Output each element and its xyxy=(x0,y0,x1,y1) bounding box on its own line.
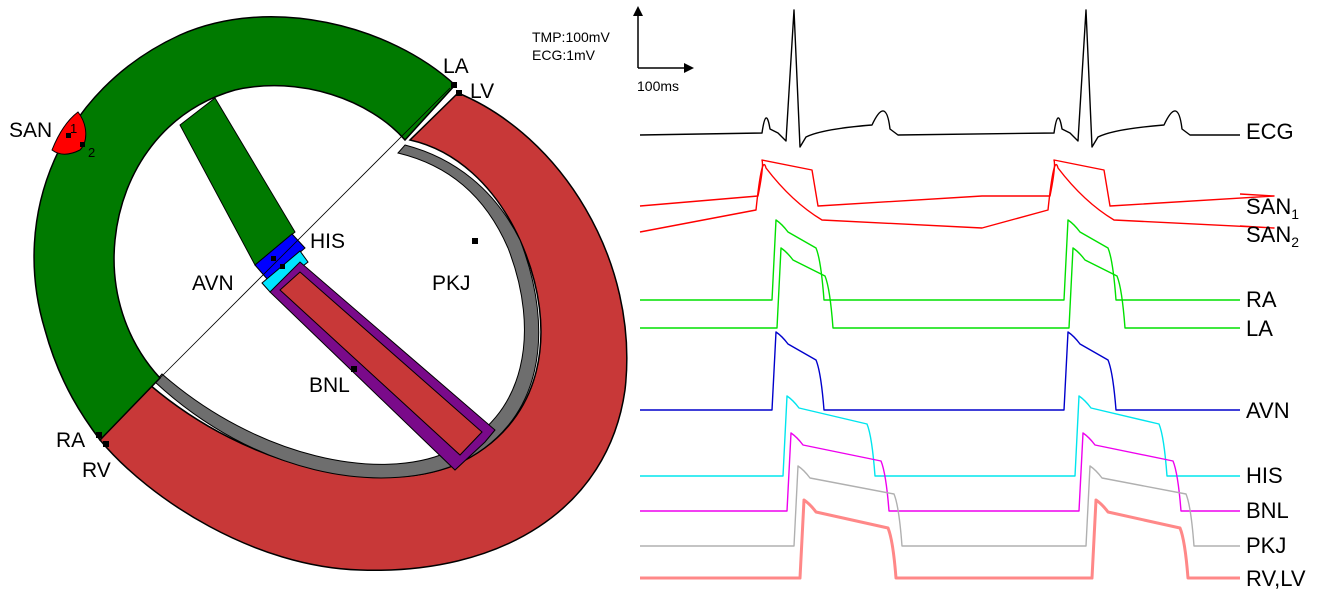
trace-pkj xyxy=(640,465,1240,547)
trace-label-san2: SAN2 xyxy=(1246,222,1299,250)
label-san-p2: 2 xyxy=(88,145,95,160)
marker-pkj xyxy=(472,238,478,244)
trace-ecg xyxy=(639,9,1240,148)
label-his: HIS xyxy=(310,230,345,253)
atrial-septum xyxy=(179,97,296,266)
marker-avn xyxy=(271,256,276,261)
label-lv: LV xyxy=(470,80,494,103)
marker-san2 xyxy=(80,142,85,147)
traces xyxy=(639,9,1275,580)
scale-time: 100ms xyxy=(637,78,679,94)
trace-label-pkj: PKJ xyxy=(1246,533,1286,558)
marker-ra xyxy=(96,432,102,438)
label-pkj: PKJ xyxy=(432,272,471,295)
label-avn: AVN xyxy=(192,272,234,295)
heart-diagram: SAN 1 2 LA LV HIS AVN PKJ BNL RA RV xyxy=(9,16,628,571)
marker-bnl xyxy=(351,366,357,372)
marker-san1 xyxy=(66,133,71,138)
label-la: LA xyxy=(443,55,469,78)
marker-his xyxy=(280,264,285,269)
his-region xyxy=(261,250,309,293)
trace-avn xyxy=(640,331,1240,411)
label-san-p1: 1 xyxy=(70,121,77,136)
trace-his xyxy=(640,395,1240,477)
ventricle-wall xyxy=(99,92,628,571)
marker-la xyxy=(451,82,457,88)
label-san: SAN xyxy=(9,119,52,142)
ventricular-septum xyxy=(279,271,483,456)
scale-tmp: TMP:100mV xyxy=(532,29,610,45)
trace-bnl xyxy=(640,432,1240,512)
marker-rv xyxy=(103,441,109,447)
trace-label-ecg: ECG xyxy=(1246,119,1294,144)
trace-label-his: HIS xyxy=(1246,463,1283,488)
trace-san1 xyxy=(639,159,1275,207)
marker-lv xyxy=(456,90,462,96)
trace-rvlv xyxy=(640,498,1240,580)
trace-label-avn: AVN xyxy=(1246,398,1290,423)
scale-ecg: ECG:1mV xyxy=(532,47,596,63)
label-ra: RA xyxy=(56,429,85,452)
trace-san2 xyxy=(639,163,1275,233)
trace-label-la: LA xyxy=(1246,316,1273,341)
trace-label-ra: RA xyxy=(1246,287,1277,312)
trace-ra xyxy=(640,219,1240,301)
atria-wall xyxy=(33,16,457,442)
label-rv: RV xyxy=(82,459,111,482)
trace-label-san1: SAN1 xyxy=(1246,194,1299,222)
trace-label-bnl: BNL xyxy=(1246,498,1289,523)
scale-bar: TMP:100mV ECG:1mV 100ms xyxy=(532,6,694,94)
label-bnl: BNL xyxy=(309,374,350,397)
trace-label-rvlv: RV,LV xyxy=(1246,566,1306,590)
trace-la xyxy=(640,247,1240,329)
av-plane-line xyxy=(159,87,451,379)
